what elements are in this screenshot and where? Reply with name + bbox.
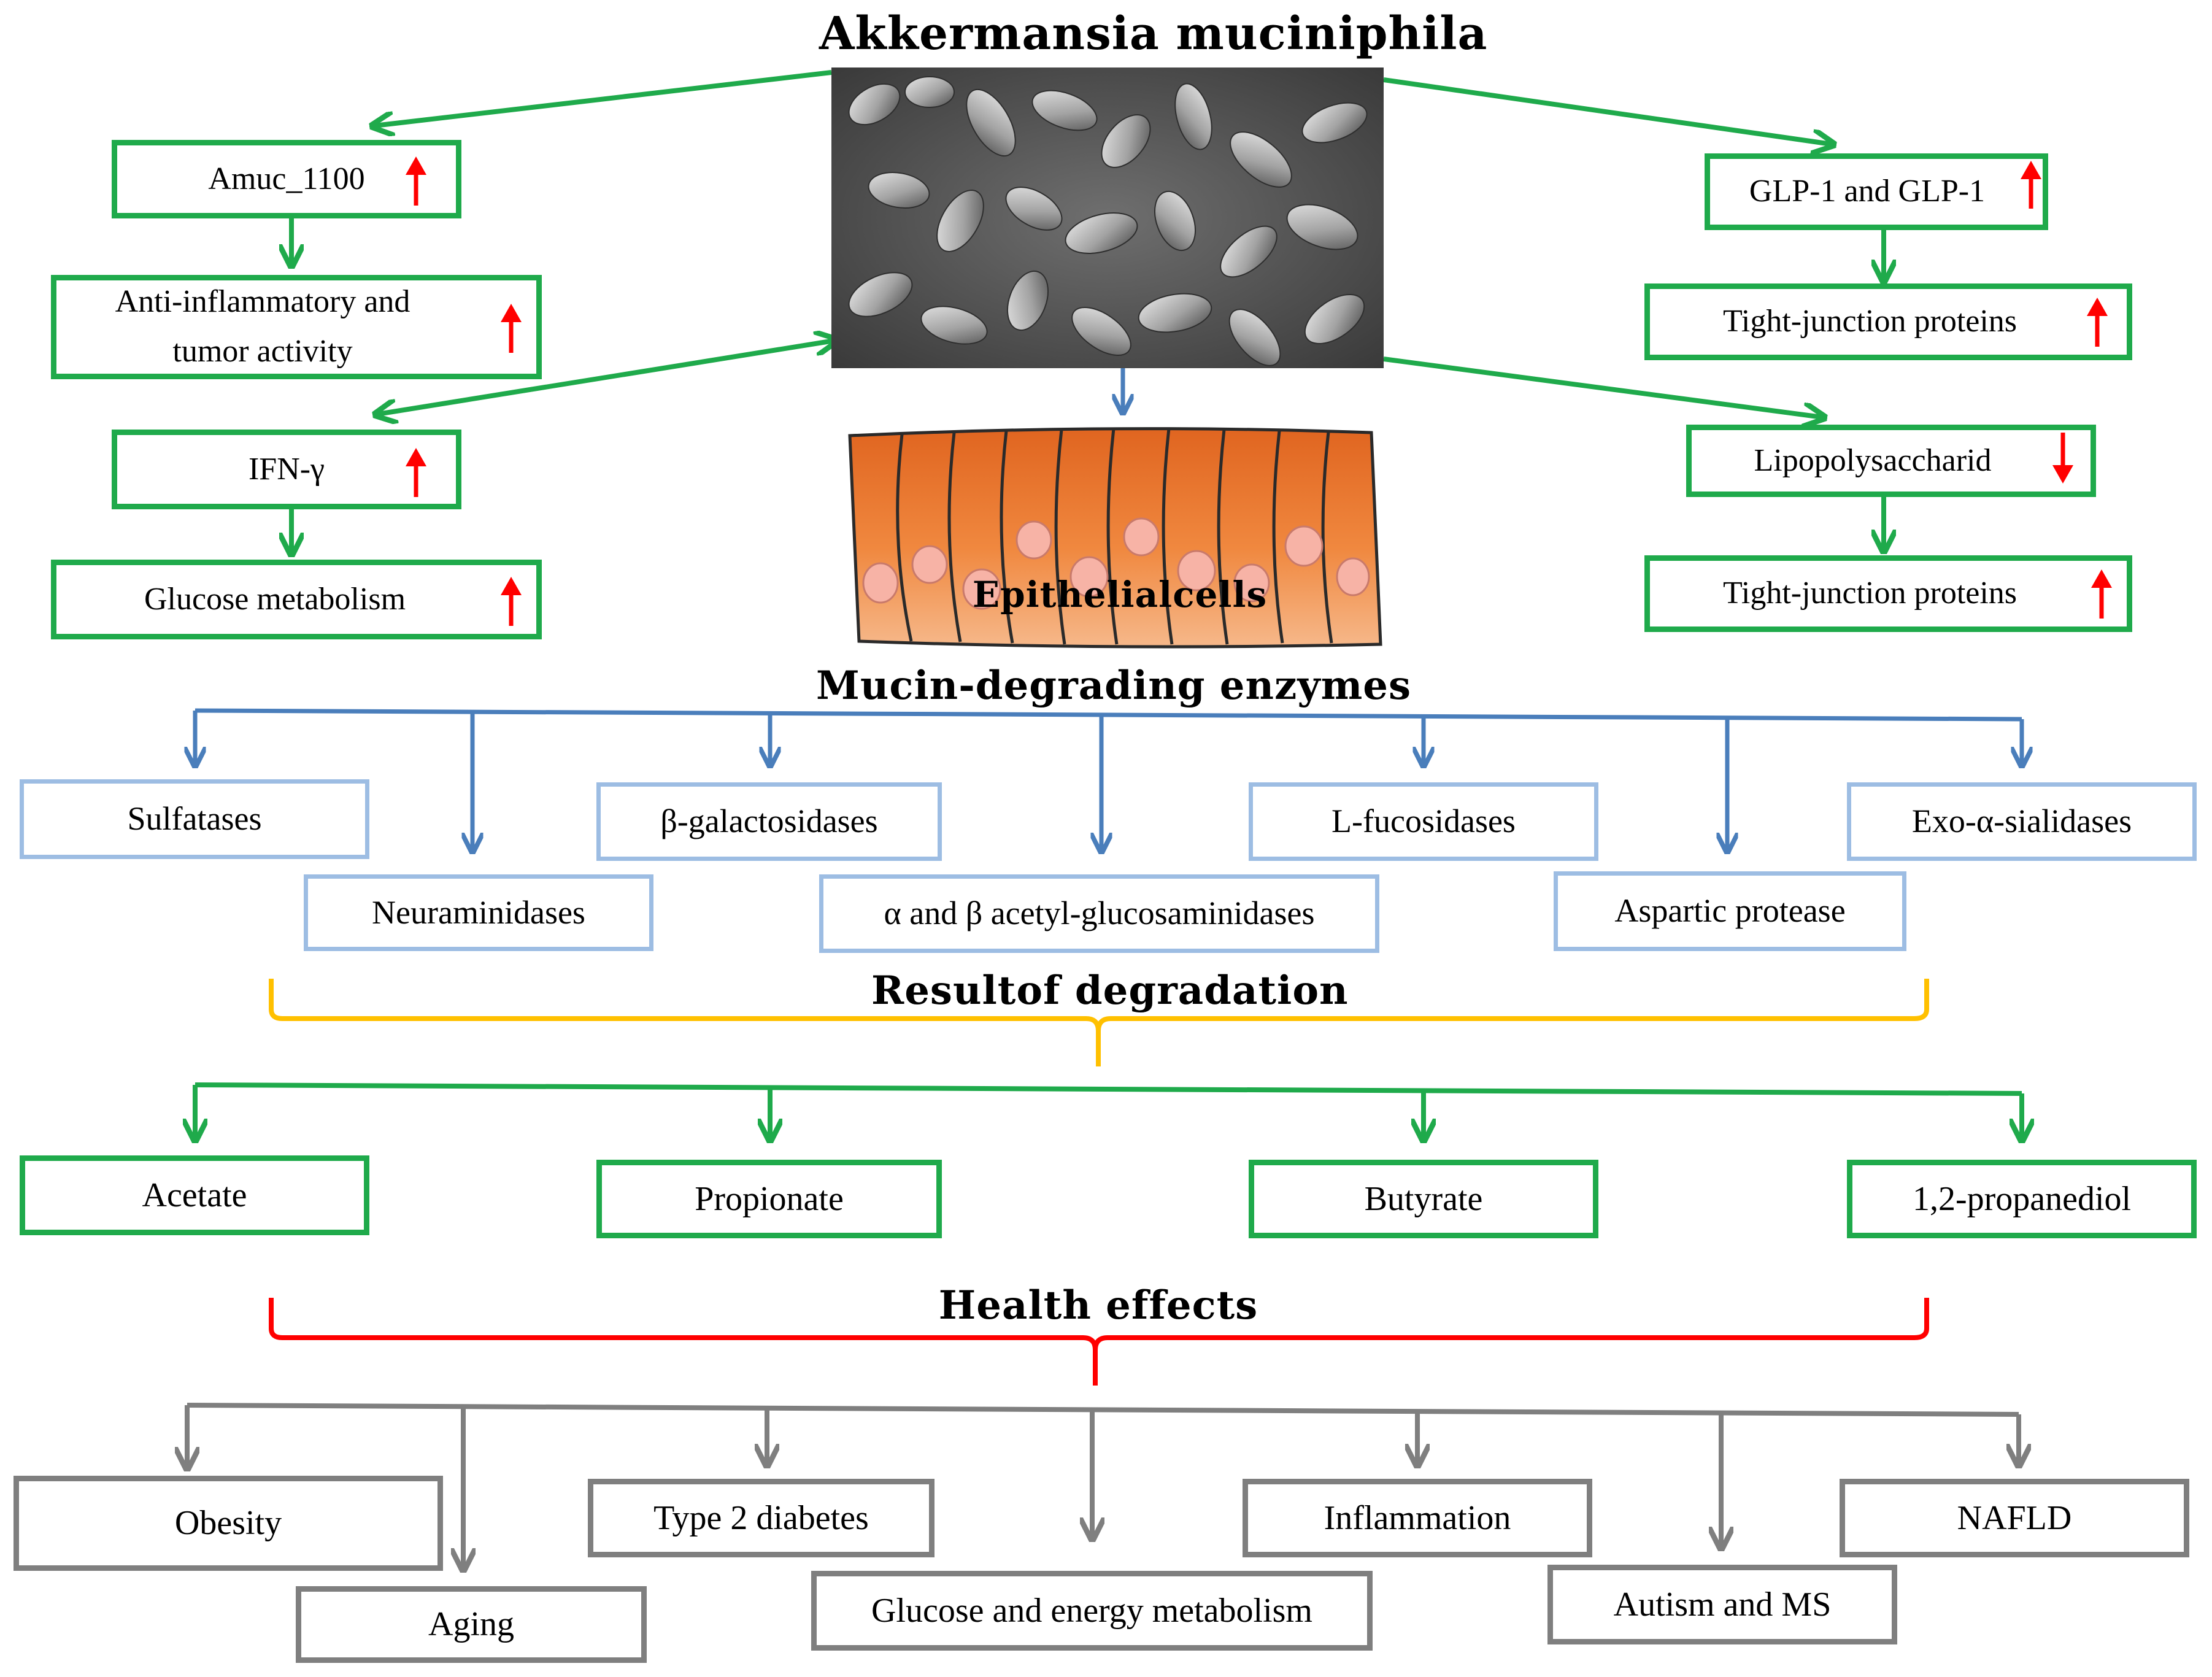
box-glucose-metabolism: Glucose metabolism: [51, 560, 542, 639]
label-ifn: IFN-γ: [248, 451, 325, 487]
label-aging: Aging: [428, 1605, 514, 1644]
label-fucosidases: L-fucosidases: [1331, 803, 1516, 840]
diagram-title: Akkermansia muciniphila: [819, 7, 1488, 60]
enzymes-title: Mucin-degrading enzymes: [816, 663, 1412, 709]
label-lipopolysaccharid: Lipopolysaccharid: [1754, 442, 1992, 478]
box-lipopolysaccharid: Lipopolysaccharid: [1686, 425, 2096, 497]
label-tight-junction-2: Tight-junction proteins: [1722, 576, 2017, 611]
box-propionate: Propionate: [596, 1160, 942, 1238]
result-brace: [269, 979, 1929, 1066]
box-type2-diabetes: Type 2 diabetes: [588, 1479, 935, 1557]
arrow-to-lps: [1383, 357, 1822, 417]
enzyme-connectors: [195, 708, 2022, 850]
box-autism-ms: Autism and MS: [1547, 1565, 1897, 1644]
label-glp: GLP-1 and GLP-1: [1749, 174, 1986, 209]
box-galactosidases: β-galactosidases: [596, 782, 942, 861]
arrow-ifn-bidirectional: [377, 341, 834, 414]
label-butyrate: Butyrate: [1364, 1179, 1483, 1218]
health-title: Health effects: [938, 1282, 1258, 1328]
box-fucosidases: L-fucosidases: [1249, 782, 1598, 861]
box-neuraminidases: Neuraminidases: [304, 874, 653, 951]
box-amuc: Amuc_1100: [112, 140, 461, 218]
health-connectors: [187, 1403, 2019, 1568]
box-acetyl-glucosaminidases: α and β acetyl-glucosaminidases: [819, 874, 1379, 953]
result-title: Resultof degradation: [871, 968, 1349, 1014]
label-galactosidases: β-galactosidases: [660, 803, 878, 840]
epithelium-label: Epithelialcells: [972, 574, 1268, 615]
box-sulfatases: Sulfatases: [20, 779, 369, 859]
label-antiinflammatory: Anti-inflammatory and tumor activity: [115, 284, 410, 369]
label-autism-ms: Autism and MS: [1613, 1585, 1832, 1624]
label-acetyl-glucosaminidases: α and β acetyl-glucosaminidases: [884, 895, 1315, 932]
arrow-to-glp: [1383, 77, 1832, 144]
box-glucose-energy: Glucose and energy metabolism: [811, 1571, 1373, 1651]
box-sialidases: Exo-α-sialidases: [1847, 782, 2197, 861]
box-butyrate: Butyrate: [1249, 1160, 1598, 1238]
label-tight-junction-1: Tight-junction proteins: [1722, 304, 2017, 339]
product-connectors: [195, 1082, 2022, 1138]
label-amuc: Amuc_1100: [208, 161, 365, 196]
label-sialidases: Exo-α-sialidases: [1911, 803, 2132, 840]
box-tight-junction-1: Tight-junction proteins: [1644, 283, 2132, 360]
box-antiinflammatory: Anti-inflammatory and tumor activity: [51, 275, 542, 379]
box-glp: GLP-1 and GLP-1: [1705, 153, 2048, 230]
box-obesity: Obesity: [13, 1476, 443, 1571]
box-acetate: Acetate: [20, 1155, 369, 1235]
green-arrows: [291, 70, 1884, 552]
label-type2-diabetes: Type 2 diabetes: [653, 1498, 869, 1537]
box-ifn: IFN-γ: [112, 430, 461, 509]
box-aging: Aging: [296, 1586, 647, 1663]
label-propanediol: 1,2-propanediol: [1912, 1179, 2132, 1218]
sem-micrograph: [831, 67, 1384, 368]
label-neuraminidases: Neuraminidases: [372, 893, 585, 931]
label-obesity: Obesity: [174, 1504, 282, 1543]
box-inflammation: Inflammation: [1243, 1479, 1592, 1557]
label-inflammation: Inflammation: [1324, 1498, 1511, 1537]
box-aspartic-protease: Aspartic protease: [1554, 871, 1906, 951]
label-nafld: NAFLD: [1957, 1498, 2072, 1537]
label-aspartic-protease: Aspartic protease: [1614, 892, 1846, 930]
box-tight-junction-2: Tight-junction proteins: [1644, 555, 2132, 632]
product-bus-line: [195, 1082, 2022, 1096]
health-brace: [269, 1298, 1929, 1386]
box-nafld: NAFLD: [1840, 1479, 2189, 1557]
label-acetate: Acetate: [142, 1176, 247, 1214]
health-bus-line: [187, 1403, 2019, 1417]
label-sulfatases: Sulfatases: [127, 800, 262, 838]
label-propionate: Propionate: [695, 1179, 844, 1218]
label-glucose-metabolism: Glucose metabolism: [144, 581, 406, 617]
epithelium-illustration: [844, 417, 1384, 657]
label-glucose-energy: Glucose and energy metabolism: [871, 1591, 1312, 1630]
arrow-to-amuc: [374, 70, 832, 126]
enzyme-bus-line: [195, 708, 2022, 722]
box-propanediol: 1,2-propanediol: [1847, 1160, 2197, 1238]
